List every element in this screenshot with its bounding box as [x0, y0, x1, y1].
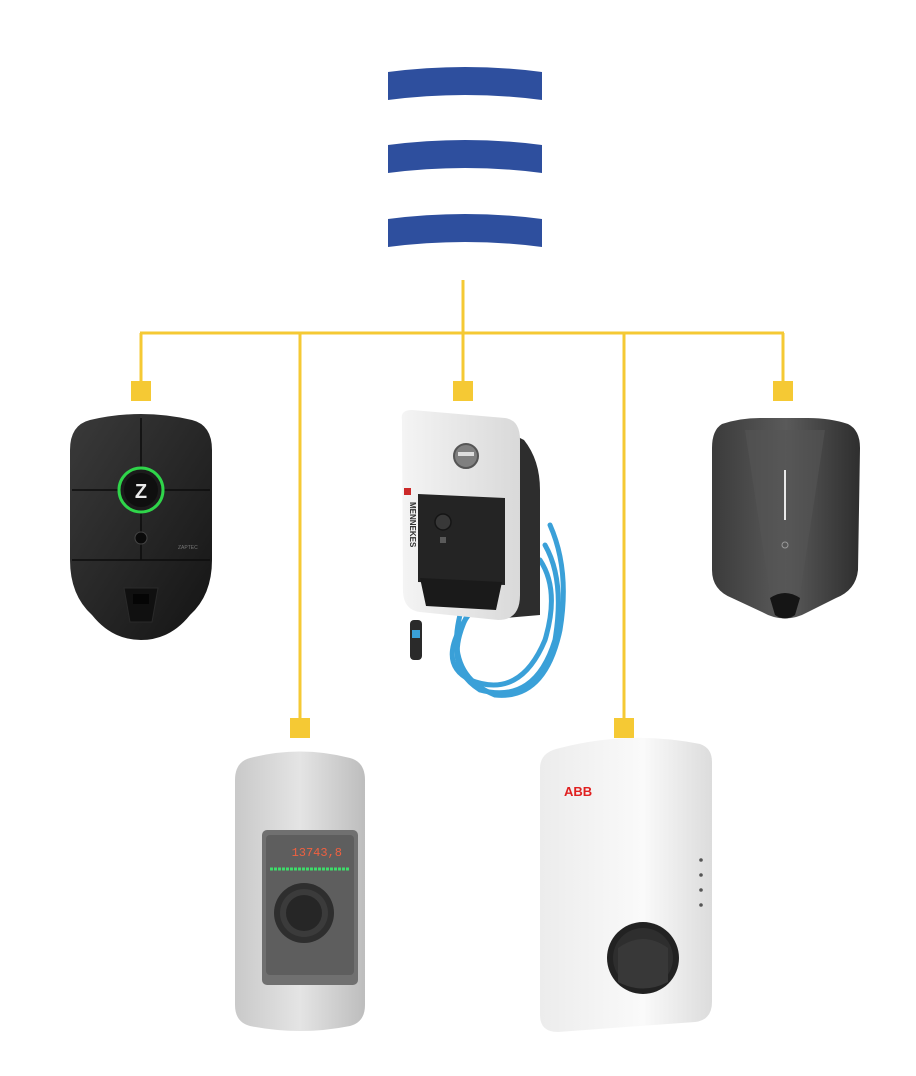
node-zaptec [131, 381, 151, 401]
zaptec-center-mark: Z [135, 481, 147, 503]
node-keba [290, 718, 310, 738]
connector-nodes [131, 381, 793, 738]
connector-lines [139, 280, 785, 720]
logo-icon [388, 67, 542, 247]
white-abb-wallbox-icon: ABB [540, 737, 712, 1032]
black-wallbox-charger-icon: Z ZAPTEC [70, 414, 212, 640]
grey-wallbox-with-display-icon: 13743,8 [235, 751, 365, 1031]
node-abb [614, 718, 634, 738]
dark-grey-wallbox-charger-icon [712, 418, 860, 619]
node-easee [773, 381, 793, 401]
mennekes-brand-text: MENNEKES [408, 502, 417, 548]
logo-bar-top [388, 67, 542, 100]
abb-brand-text: ABB [564, 784, 592, 799]
node-mennekes [453, 381, 473, 401]
white-wallbox-with-blue-cable-icon: MENNEKES [401, 410, 566, 698]
zaptec-brand-text: ZAPTEC [178, 545, 198, 551]
logo-bar-middle [388, 140, 542, 173]
logo-bar-bottom [388, 214, 542, 247]
keba-display-value: 13743,8 [292, 846, 342, 860]
